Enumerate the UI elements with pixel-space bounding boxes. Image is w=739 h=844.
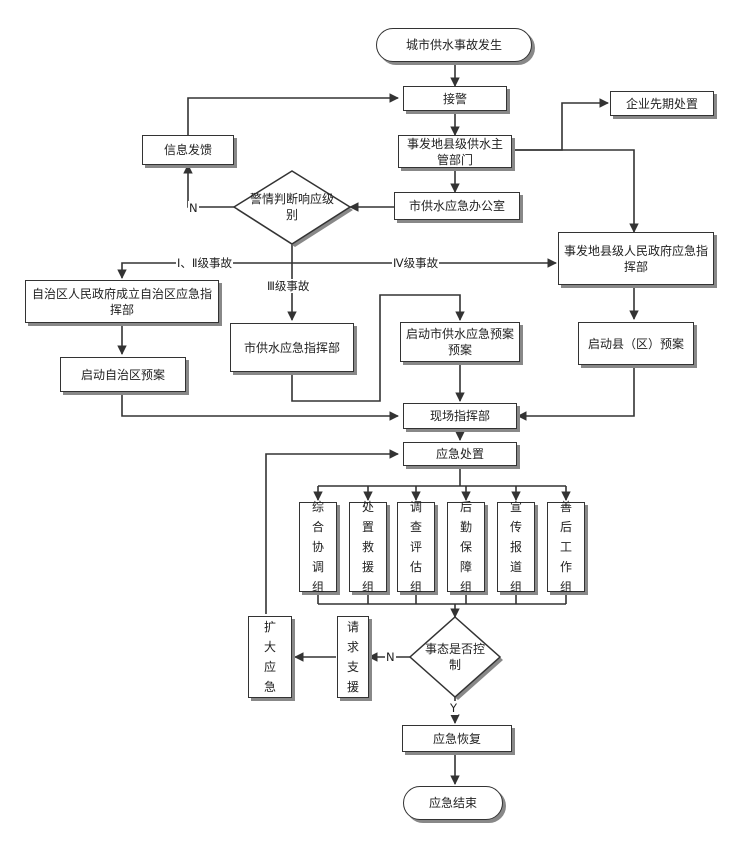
site-cmd-box: 现场指挥部 — [403, 403, 517, 429]
request-box: 请求支援 — [337, 616, 369, 698]
city-cmd-box: 市供水应急指挥部 — [230, 323, 354, 372]
takeover-box: 接警 — [403, 86, 507, 111]
edge-expand-response — [265, 449, 399, 614]
edge-citycmd-cityplan — [291, 294, 465, 402]
group-label-5: 宣传报道组 — [509, 500, 522, 594]
group-label-4: 后勤保障组 — [459, 500, 472, 594]
edge-regionplan-site — [121, 392, 399, 421]
group-box-4: 后勤保障组 — [447, 500, 485, 594]
edge-label-control-no: N — [385, 650, 396, 664]
group-box-6: 善后工作组 — [547, 500, 585, 594]
region-plan-box: 启动自治区预案 — [60, 357, 186, 392]
group-label-2: 处置救援组 — [361, 500, 374, 594]
expand-box: 扩大应急 — [248, 616, 292, 698]
city-office-box: 市供水应急办公室 — [394, 192, 520, 220]
county-gov-box: 事发地县级人民政府应急指挥部 — [558, 232, 714, 285]
edge-label-control-yes: Y — [449, 701, 459, 715]
expand-label: 扩大应急 — [263, 620, 276, 694]
request-label: 请求支援 — [346, 620, 359, 694]
city-plan-box: 启动市供水应急预案预案 — [400, 322, 520, 362]
region-cmd-box: 自治区人民政府成立自治区应急指挥部 — [25, 280, 219, 323]
group-label-1: 综合协调组 — [311, 500, 324, 594]
edge-label-level3: Ⅲ级事故 — [266, 279, 311, 293]
start-terminal: 城市供水事故发生 — [376, 28, 532, 62]
edge-label-level12: Ⅰ、Ⅱ级事故 — [176, 256, 234, 270]
response-box: 应急处置 — [403, 442, 517, 466]
enterprise-box: 企业先期处置 — [610, 91, 714, 116]
county-water-box: 事发地县级供水主管部门 — [398, 135, 512, 168]
judge-label: 警情判断响应级别 — [249, 192, 334, 222]
group-label-6: 善后工作组 — [559, 500, 572, 594]
edge-countywater-countygov — [512, 149, 639, 233]
edge-countyplan-site — [517, 365, 635, 421]
end-terminal: 应急结束 — [403, 786, 503, 820]
group-box-5: 宣传报道组 — [497, 500, 535, 594]
controlled-label: 事态是否控制 — [424, 642, 485, 672]
county-plan-box: 启动县（区）预案 — [578, 322, 694, 365]
edge-level12 — [117, 262, 292, 279]
edge-info-takeover — [187, 93, 399, 135]
edge-countywater-enterprise — [512, 98, 609, 151]
edge-label-level4: Ⅳ级事故 — [392, 256, 440, 270]
group-box-1: 综合协调组 — [299, 500, 337, 594]
info-feedback-box: 信息发馈 — [142, 135, 234, 165]
edge-label-judge-no: N — [188, 201, 199, 215]
recover-box: 应急恢复 — [402, 725, 512, 752]
group-box-3: 调查评估组 — [397, 500, 435, 594]
group-label-3: 调查评估组 — [409, 500, 422, 594]
group-box-2: 处置救援组 — [349, 500, 387, 594]
